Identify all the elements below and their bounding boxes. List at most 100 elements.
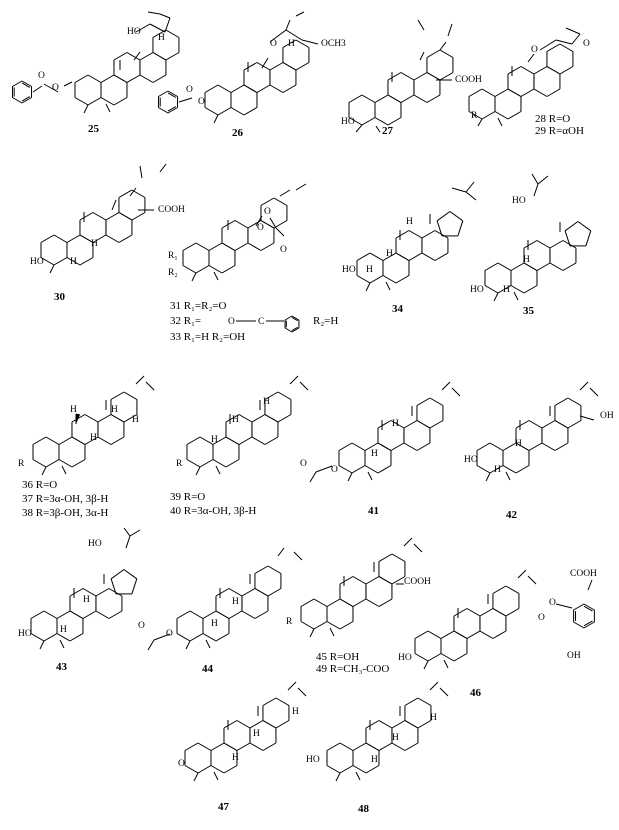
compound-30-ring-3: [105, 212, 120, 221]
compound-36-ring-4: [123, 414, 138, 423]
compound-27-methyl-3: [419, 51, 425, 61]
compound-26-ring-0: [217, 84, 232, 93]
compound-44-atom-o-ester: O: [166, 629, 173, 639]
compound-34-atom-h1: H: [406, 217, 413, 227]
compound-44-ring-3: [241, 610, 256, 619]
compound-39-ring-0: [186, 459, 201, 468]
compound-35-ring-0: [497, 262, 512, 271]
compound-45-methyl-5: [413, 543, 423, 553]
compound-42-ring-0: [476, 442, 491, 451]
compound-47-atom-h1: H: [232, 753, 239, 763]
compound-29-label: 29 R=αOH: [535, 125, 584, 137]
compound-45-ring-4: [378, 576, 393, 585]
compound-41-ring-2: [377, 420, 392, 429]
compound-45-ring-3: [365, 598, 380, 607]
compound-31-ring-4: [273, 197, 288, 206]
compound-25-ring-1: [100, 97, 115, 106]
compound-28-29-ring-4: [546, 43, 561, 52]
compound-41-atom-h2: H: [392, 419, 399, 429]
compound-39-ring-3: [251, 436, 266, 445]
compound-30-ring-2: [79, 234, 94, 243]
compound-35-methyl-1: [513, 291, 519, 301]
compound-48-ring-0: [326, 765, 341, 774]
compound-27-methyl-0: [355, 124, 363, 133]
compound-26-benzoyl: [167, 107, 178, 114]
compound-41-ring-3: [403, 420, 418, 429]
compound-26-labels: O O H OCH3 O 26: [186, 39, 346, 139]
compound-31-ring-2: [221, 242, 236, 251]
compound-43-ring-2: [82, 610, 97, 619]
compound-43-side: [129, 529, 141, 537]
compound-34-ring-3: [434, 252, 449, 261]
compound-45-ring-3: [378, 598, 393, 607]
compound-43-ring-0: [30, 633, 45, 642]
compound-25-link: [32, 85, 43, 93]
compound-26-ring-0: [204, 84, 219, 93]
compound-34-ring-4: [436, 211, 451, 222]
compound-28-29-ring-2: [520, 88, 535, 97]
compound-45-methyl-1: [329, 627, 335, 637]
compound-36-ring-0: [45, 459, 60, 468]
compound-44-ring-4: [254, 588, 269, 597]
compound-48-ring-2: [365, 742, 380, 751]
compound-46-ring-0: [414, 653, 429, 662]
compound-45-49-labels: COOH R 45 R=OH 49 R=CH₃-COO: [286, 577, 431, 675]
compound-28-29-ring-4: [559, 43, 574, 52]
compound-30-labels: COOH HO H H 30: [30, 205, 185, 303]
compound-47-ring-3: [262, 742, 277, 751]
compound-25-atom-ho: HO: [127, 27, 141, 37]
compound-42-number: 42: [506, 509, 518, 521]
compound-28-atom-o-ketone: O: [583, 39, 590, 49]
compound-26-ring-3: [269, 62, 284, 71]
compound-31-atom-o-lactone: O: [264, 207, 271, 217]
compound-34-ring-2: [395, 230, 410, 239]
compound-30-methyl-4: [139, 165, 143, 179]
compound-26-ring-3: [269, 84, 284, 93]
compound-34-ring-0: [369, 275, 384, 284]
compound-45-ring-0: [300, 598, 315, 607]
compound-46-ring-4: [492, 585, 507, 594]
compound-48-ring-1: [365, 765, 380, 774]
compound-42-ring-3: [541, 420, 556, 429]
compound-28-29-ring-3: [546, 88, 561, 97]
compound-47-methyl-1: [213, 771, 219, 781]
compound-25-benzoyl: [21, 80, 32, 87]
compound-27-ring-3: [413, 72, 428, 81]
compound-48-ring-0: [339, 765, 354, 774]
compound-46-ring-2: [466, 630, 481, 639]
compound-25-ring-4: [152, 52, 167, 61]
compound-37-label: 37 R=3α-OH, 3β-H: [22, 493, 108, 505]
compound-31-atom-r2: R₂: [168, 268, 178, 278]
compound-47-atom-o: O: [178, 759, 185, 769]
compound-30-ring-2: [92, 212, 107, 221]
compound-39-ring-2: [238, 414, 253, 423]
compound-31-methyl-4: [279, 189, 291, 197]
compound-42-ring-1: [515, 465, 530, 474]
compound-46-ring-3: [479, 630, 494, 639]
compound-34-ring-2: [408, 252, 423, 261]
compound-31-ring-1: [221, 265, 236, 274]
compound-43-atom-h1: H: [83, 595, 90, 605]
compound-31-epoxide: [275, 227, 285, 237]
compound-30-methyl-5: [159, 163, 167, 173]
compound-46-ring-1: [453, 653, 468, 662]
compound-28-29-ring-2: [507, 88, 522, 97]
compound-43-ring-4: [110, 569, 125, 580]
compound-28-29-ring-2: [520, 66, 535, 75]
compound-42-ring-2: [528, 442, 543, 451]
compound-30-methyl-2: [111, 199, 117, 211]
compound-26-ring-4: [282, 39, 297, 48]
compound-41-methyl-0: [347, 472, 353, 482]
compound-34-ring-3: [421, 252, 436, 261]
compound-36-ring-2: [84, 414, 99, 423]
compound-31-methyl-3: [255, 215, 263, 227]
compound-28-29-labels: O O R 28 R=O 29 R=αOH: [471, 39, 590, 137]
compound-39-label: 39 R=O: [170, 491, 205, 503]
compound-27-ring-0: [348, 117, 363, 126]
compound-42-ring-4: [567, 420, 582, 429]
compound-31-ring-0: [195, 242, 210, 251]
compound-34-atom-h3: H: [366, 265, 373, 275]
compound-44-ring-4: [267, 565, 282, 574]
compound-48-ring-4: [417, 720, 432, 729]
compound-41-ring-0: [338, 465, 353, 474]
